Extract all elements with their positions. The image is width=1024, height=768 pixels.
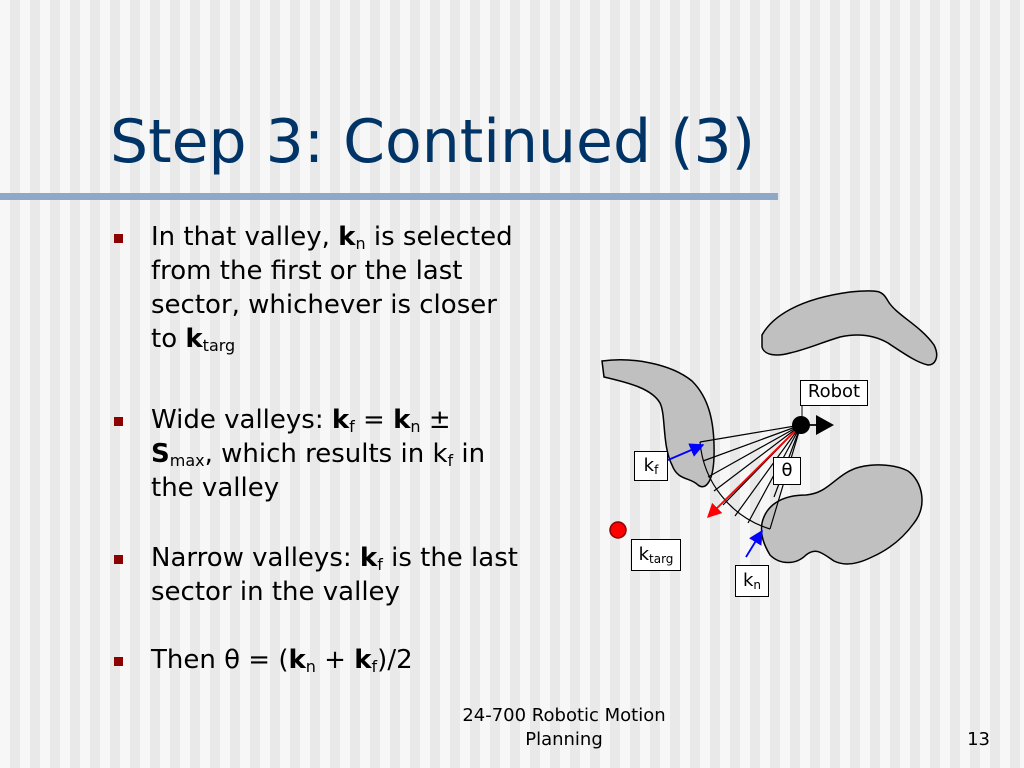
slide-title: Step 3: Continued (3) — [110, 107, 756, 177]
diagram-canvas — [601, 289, 938, 565]
subscript-text: targ — [202, 336, 236, 355]
bold-text: k — [359, 543, 378, 573]
sector-line — [713, 424, 802, 492]
footer-course-line1: 24-700 Robotic Motion — [462, 705, 666, 726]
sector-line — [707, 424, 802, 478]
sector-line — [699, 424, 802, 443]
page-number: 13 — [967, 729, 990, 750]
text-segment: is selected — [365, 222, 513, 252]
subscript-text: f — [447, 451, 454, 470]
bullet-line: to ktarg — [151, 322, 571, 356]
bullet-line: Then θ = (kn + kf)/2 — [151, 643, 571, 677]
subscript-text: n — [410, 417, 421, 436]
robot-dot — [792, 416, 810, 434]
robot-label: Robot — [800, 380, 868, 406]
heading-arrow — [706, 424, 802, 519]
text-segment: , which results in k — [204, 439, 448, 469]
bullet-line: from the first or the last — [151, 254, 571, 288]
ktarg-label-sub: targ — [649, 552, 674, 566]
bullet-square-icon — [114, 555, 123, 564]
sector-line — [702, 424, 802, 462]
ktarg-label: ktarg — [631, 539, 681, 571]
text-segment: Wide valleys: — [151, 405, 332, 435]
bold-text: k — [338, 222, 356, 252]
kn-pointer-arrow — [745, 529, 763, 558]
text-segment: to — [151, 324, 186, 354]
obstacle-top-right — [761, 289, 938, 366]
bullet-line: Narrow valleys: kf is the last — [151, 541, 571, 575]
text-segment: = — [354, 405, 394, 435]
text-segment: ± — [420, 405, 451, 435]
bullet-line: In that valley, kn is selected — [151, 220, 571, 254]
kf-pointer-arrow — [667, 443, 705, 461]
text-segment: sector in the valley — [151, 577, 400, 607]
bullet-text: Then θ = (kn + kf)/2 — [151, 643, 571, 677]
text-segment: Then θ = ( — [151, 645, 289, 675]
theta-label: θ — [773, 457, 801, 485]
obstacle-bottom-right — [760, 464, 923, 565]
bullet-line: sector in the valley — [151, 575, 571, 609]
bullet-square-icon — [114, 234, 123, 243]
text-segment: In that valley, — [151, 222, 339, 252]
footer-course-line2: Planning — [525, 729, 603, 750]
bullet-line: Smax, which results in kf in — [151, 437, 571, 471]
target-dot — [609, 521, 627, 539]
subscript-text: n — [305, 657, 316, 676]
sector-line — [734, 424, 802, 517]
bold-text: k — [354, 645, 372, 675]
bold-text: k — [331, 405, 350, 435]
bold-text: k — [185, 324, 203, 354]
text-segment: sector, whichever is closer — [151, 290, 497, 320]
kn-label-base: k — [742, 570, 754, 591]
bullet-line: sector, whichever is closer — [151, 288, 571, 322]
subscript-text: max — [169, 451, 205, 470]
text-segment: in — [453, 439, 486, 469]
text-segment: from the first or the last — [151, 256, 463, 286]
robot-direction-arrow-icon — [816, 415, 834, 435]
bullet-square-icon — [114, 657, 123, 666]
bullet-line: Wide valleys: kf = kn ± — [151, 403, 571, 437]
kf-label: kf — [634, 451, 668, 481]
text-segment: + — [315, 645, 355, 675]
bullet-square-icon — [114, 417, 123, 426]
bullet-text: Wide valleys: kf = kn ±Smax, which resul… — [151, 403, 571, 505]
kn-label-sub: n — [753, 578, 762, 592]
bullet-line: the valley — [151, 471, 571, 505]
subscript-text: f — [377, 555, 383, 574]
kf-label-sub: f — [654, 463, 659, 477]
subscript-text: f — [349, 417, 355, 436]
kf-label-base: k — [643, 455, 655, 476]
bold-text: S — [151, 439, 170, 469]
text-segment: Narrow valleys: — [151, 543, 360, 573]
text-segment: )/2 — [377, 645, 413, 675]
kn-label: kn — [735, 565, 769, 597]
footer-course: 24-700 Robotic Motion Planning — [444, 704, 684, 752]
ktarg-label-base: k — [638, 544, 650, 565]
bold-text: k — [393, 405, 411, 435]
title-underline — [0, 193, 778, 200]
obstacle-left — [601, 359, 715, 488]
bold-text: k — [288, 645, 306, 675]
text-segment: the valley — [151, 473, 280, 503]
subscript-text: n — [355, 234, 366, 253]
vfh-diagram: Robot θ kf ktarg kn — [590, 285, 1024, 605]
subscript-text: f — [371, 657, 378, 676]
text-segment: is the last — [382, 543, 518, 573]
